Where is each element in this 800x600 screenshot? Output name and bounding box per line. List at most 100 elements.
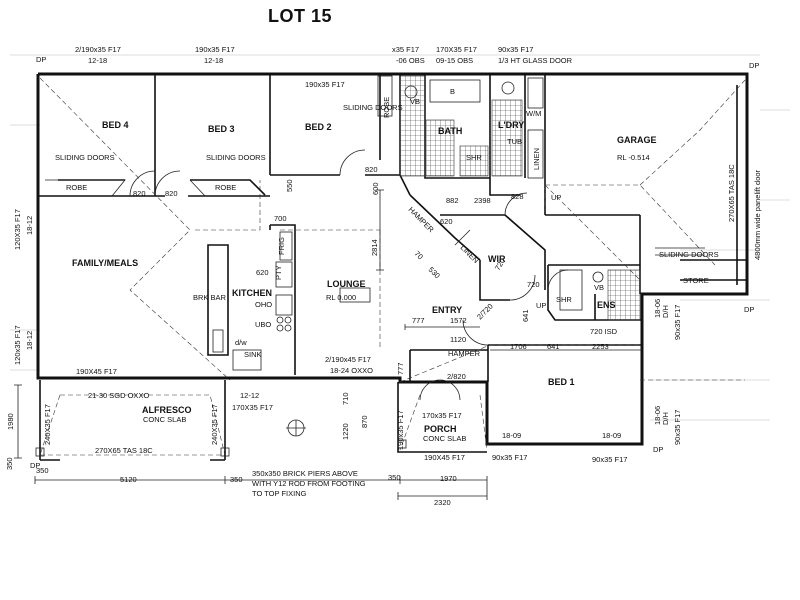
dim-2-720: 2/720 [475,302,495,322]
window-porch: 170x35 F17 [422,411,462,420]
label-sliding-doors-bed2: SLIDING DOORS [343,103,403,112]
label-dp-topright: DP [749,61,759,70]
room-garage: GARAGE [617,135,657,145]
window-alfresco: 170X35 F17 [232,403,273,412]
window-bed4-height: 12-18 [88,56,107,65]
label-dp-topleft: DP [36,55,46,64]
label-bath-b: B [450,87,455,96]
window-bed1-side-type: D/H [661,412,670,425]
label-pantry: PTY [274,265,283,280]
dim-882: 882 [446,196,459,205]
door-swings [129,149,569,401]
window-bed3-height: 12-18 [204,56,223,65]
room-entry: ENTRY [432,305,462,315]
room-bed4: BED 4 [102,120,129,130]
dim-828: 828 [511,192,524,201]
window-laundry-height: 1/3 HT GLASS DOOR [498,56,573,65]
label-up-ens: UP [536,301,546,310]
window-left2-height: 18-12 [25,331,34,350]
beam-alfresco-right: 240X35 F17 [210,404,219,445]
label-washing-machine: W/M [526,109,541,118]
dim-1706: 1706 [510,342,527,351]
label-shower-ens: SHR [556,295,572,304]
room-kitchen: KITCHEN [232,288,272,298]
dim-530: 530 [427,265,442,280]
dim-550: 550 [285,179,294,192]
label-linen-laundry: LINEN [532,148,541,170]
dim-820-bed2: 820 [365,165,378,174]
room-bed2: BED 2 [305,122,332,132]
dim-1120: 1120 [450,335,466,344]
dim-720-wir: 720 [527,280,540,289]
room-labels: BED 4 BED 3 BED 2 BATH L'DRY GARAGE RL -… [72,120,709,443]
window-bed4: 2/190x35 F17 [75,45,121,54]
room-bath: BATH [438,126,462,136]
label-hamper-entry: HAMPER [448,349,481,358]
label-vanity-ens: VB [594,283,604,292]
window-lounge: 2/190x45 F17 [325,355,371,364]
window-ens-type: D/H [661,305,670,318]
room-lounge: LOUNGE [327,279,366,289]
label-sink: SINK [244,350,262,359]
alfresco-slab: CONC SLAB [143,415,186,424]
beam-alfresco: 270X65 TAS 18C [95,446,153,455]
outdoor-areas [35,380,407,461]
label-vanity-bath: VB [410,97,420,106]
ghost-lines [10,54,790,421]
window-bed2: 190x35 F17 [305,80,345,89]
window-left1: 120X35 F17 [13,209,22,250]
label-dp-right: DP [744,305,754,314]
fixtures [45,75,738,437]
dim-1970: 1970 [440,474,457,483]
dim-350-porch: 350 [388,473,401,482]
exterior-walls [36,72,749,453]
dim-641-vertical: 641 [521,309,530,322]
window-bed1-side: 90x35 F17 [673,410,682,445]
room-wir: WIR [488,254,506,264]
window-bath2: 170X35 F17 [436,45,477,54]
roof-lines [39,77,746,456]
dim-350-mid: 350 [230,475,243,484]
room-store: STORE [683,276,709,285]
porch-slab: CONC SLAB [423,434,466,443]
dim-1980: 1980 [6,413,15,430]
label-garage-door: 4800mm wide panelift door [753,169,762,260]
window-porch-side: 190x35 F17 [396,410,405,450]
label-robe-bed2: ROBE [382,97,391,118]
window-bed1-a-height: 18-09 [502,431,521,440]
dim-2814: 2814 [370,239,379,256]
window-bath1-height: -06 OBS [396,56,425,65]
label-linen-hall: LINEN [459,243,481,265]
label-dp-bottom: DP [653,445,663,454]
plan-title: LOT 15 [267,6,332,26]
wet-area-tiling [399,75,641,321]
room-alfresco: ALFRESCO [142,405,192,415]
dim-350-bottomleft: 350 [36,466,49,475]
dim-777-lounge: 777 [396,362,405,375]
window-left1-height: 18-12 [25,216,34,235]
dim-2320: 2320 [434,498,451,507]
dim-2-820: 2/820 [447,372,466,381]
label-shower-bath: SHR [466,153,482,162]
window-bed1-b: 90x35 F17 [592,455,627,464]
label-dp-bottomleft: DP [30,461,40,470]
dim-641-horizontal: 641 [547,342,560,351]
label-sliding-doors-bed4: SLIDING DOORS [55,153,115,162]
dim-2398: 2398 [474,196,491,205]
label-oho: OHO [255,300,272,309]
window-laundry: 90x35 F17 [498,45,533,54]
label-sliding-doors-garage: SLIDING DOORS [659,250,719,259]
dimension-lines [14,189,642,500]
window-bath1: x35 F17 [392,45,419,54]
label-hamper-hall: HAMPER [407,205,436,234]
window-bed3: 190x35 F17 [195,45,235,54]
label-sliding-doors-bed3: SLIDING DOORS [206,153,266,162]
label-dishwasher: d/w [235,338,247,347]
window-bed1-b-height: 18-09 [602,431,621,440]
dim-777-entry: 777 [412,316,425,325]
dim-620-kitchen: 620 [256,268,269,277]
piers-note-1: 350x350 BRICK PIERS ABOVE [252,469,358,478]
window-ens-height: 18-06 [653,299,662,318]
dimension-labels: 820 820 820 550 700 600 882 2398 828 620… [5,165,618,507]
